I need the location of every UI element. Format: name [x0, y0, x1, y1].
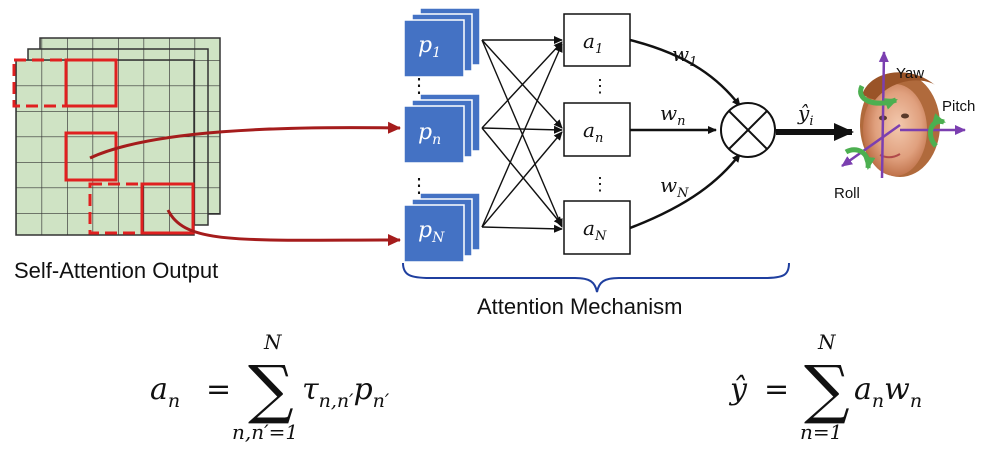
formula-right-sigma: ∑	[804, 353, 850, 427]
formula-right-sum-lower: n=1	[800, 420, 843, 444]
label-wN: wN	[660, 173, 689, 201]
label-roll: Roll	[834, 185, 860, 202]
head-pose-axes	[841, 51, 966, 179]
node-a1	[563, 13, 631, 67]
patch-stack-p1	[403, 7, 481, 78]
formula-right-sum-upper: N	[818, 330, 836, 354]
formula-right-equals: =	[764, 372, 790, 407]
patch-stack-pn	[403, 93, 481, 164]
yaw-rotation-arrow	[858, 84, 898, 110]
grid-layer-front	[15, 59, 195, 236]
yaw-axis	[878, 51, 889, 179]
face-image	[860, 72, 940, 177]
label-an: an	[583, 118, 603, 146]
pitch-rotation-arrow	[927, 113, 946, 148]
label-pn: pn	[418, 120, 441, 148]
formula-right-term: anwn	[854, 372, 923, 412]
node-aN	[563, 200, 631, 255]
label-aN: aN	[583, 216, 607, 244]
formula-left-equals: =	[206, 372, 232, 407]
formula-left-sum-upper: N	[264, 330, 282, 354]
red-arrow-to-pN	[166, 209, 401, 247]
label-a1: a1	[583, 29, 603, 57]
label-pitch: Pitch	[942, 98, 975, 115]
node-an	[563, 102, 631, 157]
formula-left-sigma: ∑	[248, 353, 294, 427]
connections	[481, 36, 563, 233]
self-attention-output-label: Self-Attention Output	[14, 258, 219, 283]
label-pN: pN	[418, 218, 445, 246]
formula-left-sum-lower: n,n′=1	[232, 420, 299, 444]
formula-left-term: τn,n′pn′	[302, 372, 390, 412]
label-output: ŷi	[797, 101, 813, 129]
ellipsis-node-1: ⋮	[591, 76, 609, 97]
formula-left-lhs: an	[150, 372, 181, 412]
formula-left: an = N ∑ n,n′=1 τn,n′pn′	[150, 330, 450, 448]
roll-rotation-arrow	[844, 147, 876, 170]
red-arrow-to-pn	[89, 121, 401, 160]
label-wn: wn	[660, 101, 686, 129]
patch-stack-pN	[403, 192, 481, 263]
weight-arrows	[629, 38, 741, 230]
label-p1: p1	[418, 33, 441, 61]
attention-mechanism-label: Attention Mechanism	[477, 294, 683, 319]
ellipsis-patch-2: ⋮	[409, 173, 429, 197]
ellipsis-node-2: ⋮	[591, 174, 609, 195]
ellipsis-patch-1: ⋮	[409, 73, 429, 97]
label-w1: w1	[672, 42, 697, 70]
label-yaw: Yaw	[896, 65, 924, 82]
highlight-solid-middle	[64, 131, 118, 182]
attention-brace	[402, 262, 790, 293]
roll-axis	[841, 123, 901, 168]
highlight-solid-top	[64, 58, 118, 108]
product-node	[720, 102, 776, 158]
highlight-solid-bottom	[140, 182, 195, 235]
formula-right: ŷ = N ∑ n=1 anwn	[730, 330, 950, 448]
formula-right-lhs: ŷ	[730, 372, 747, 407]
feature-grid-stack	[12, 37, 221, 236]
